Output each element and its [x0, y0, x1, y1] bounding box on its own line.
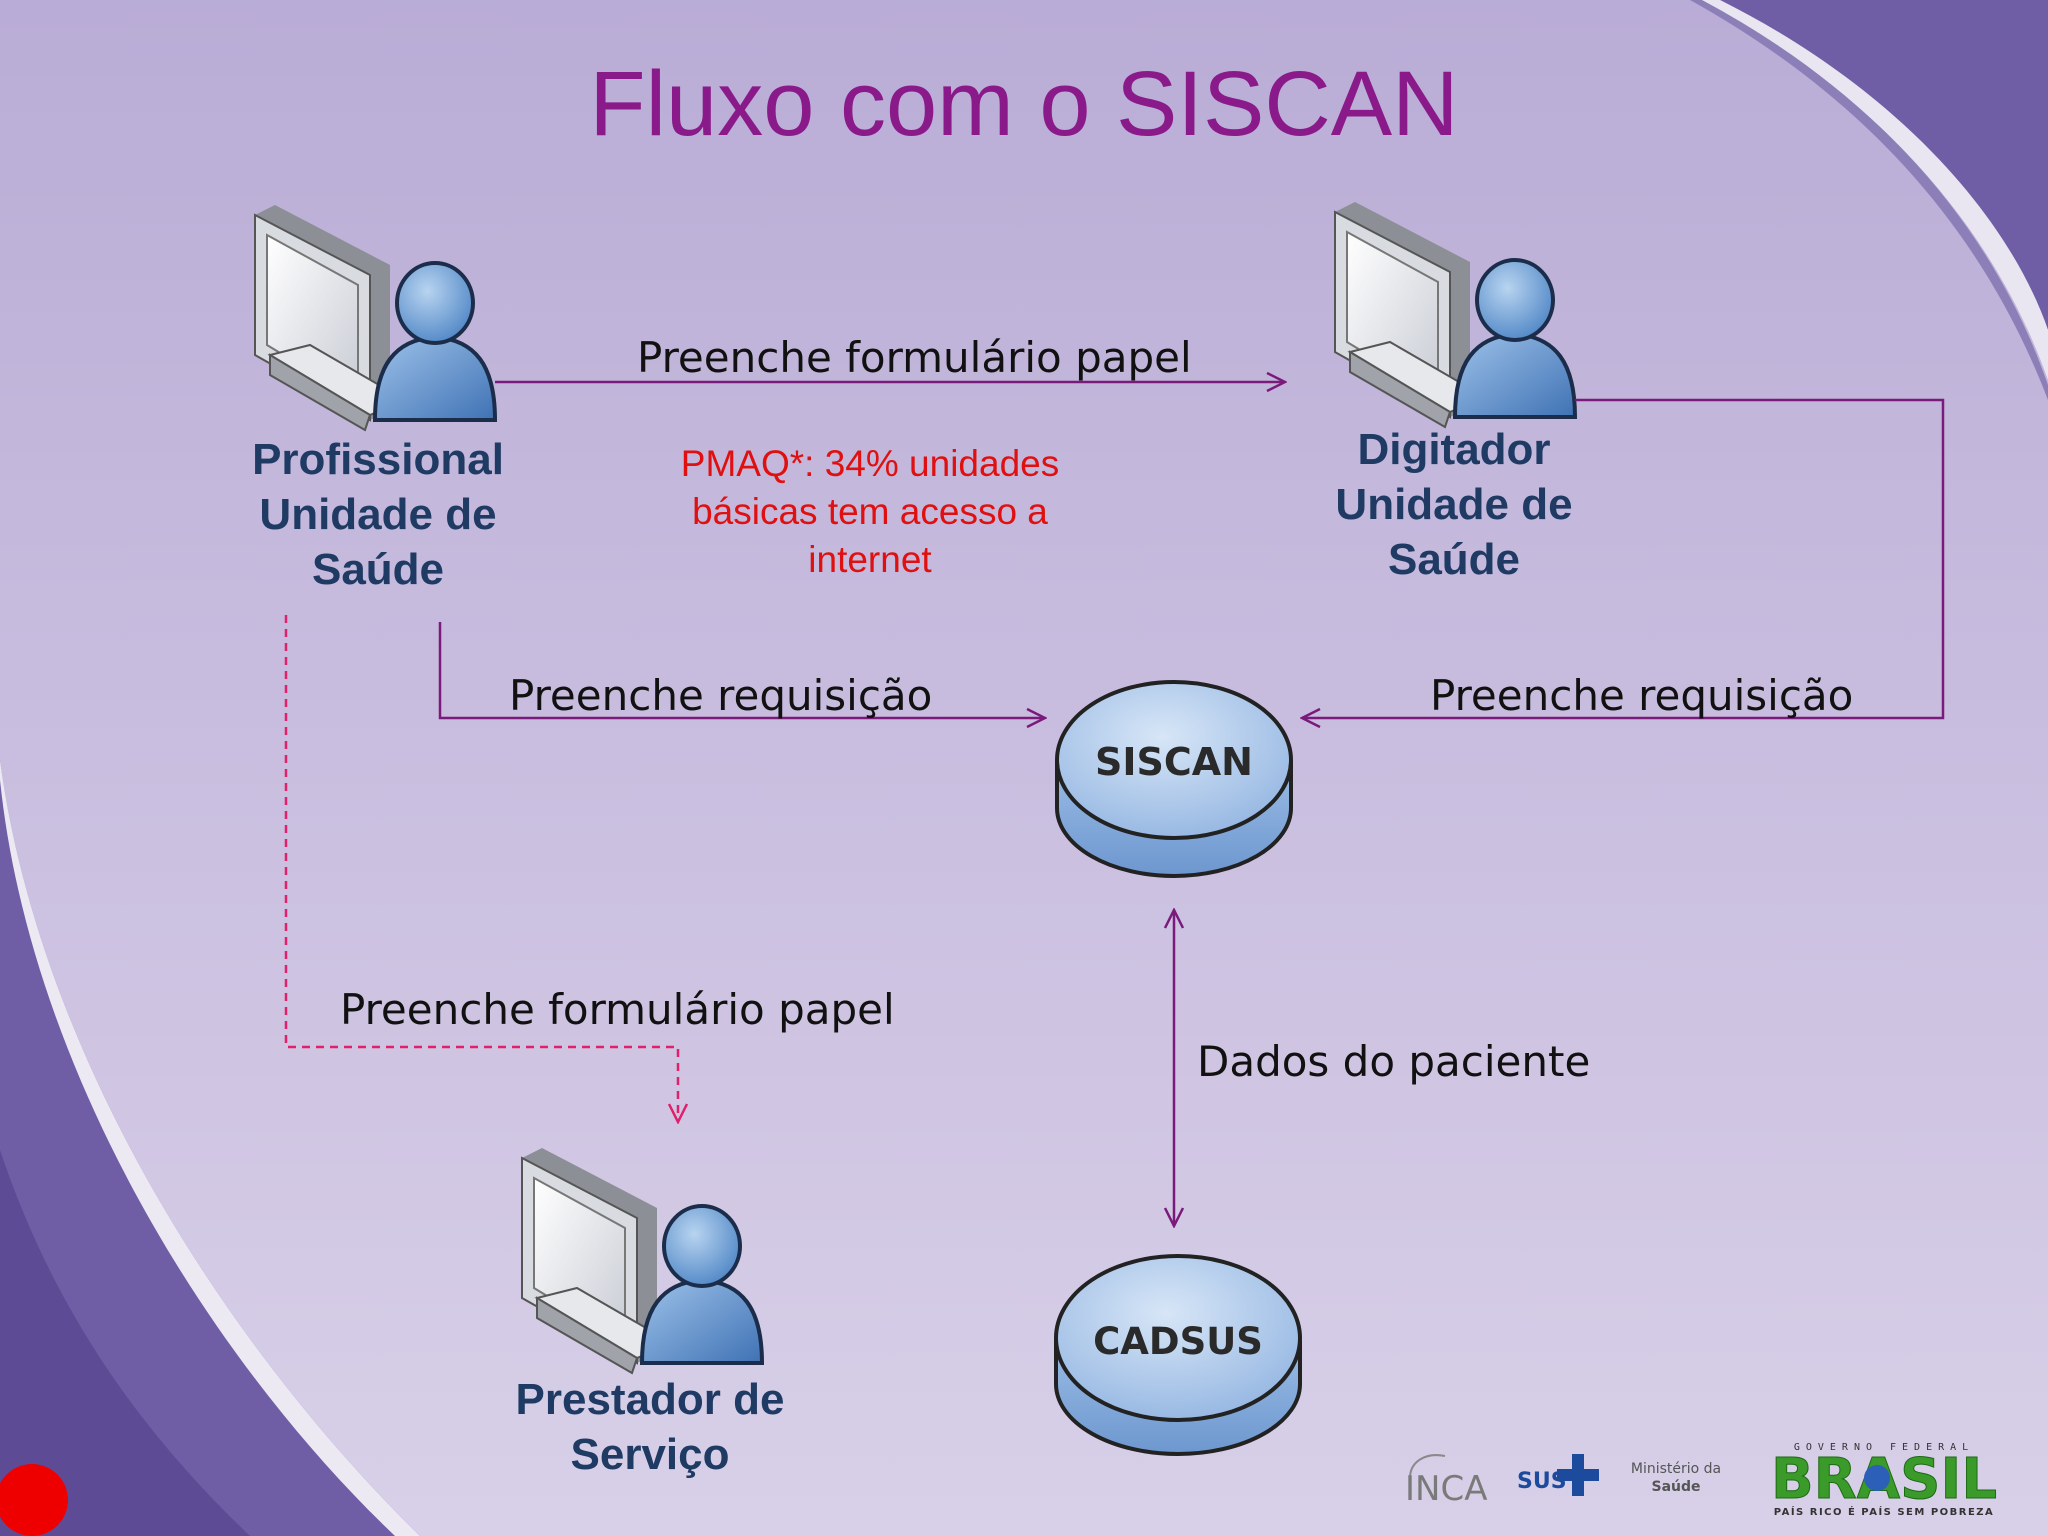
inca-logo: INCA — [1405, 1454, 1487, 1509]
sus-logo: SUS — [1517, 1454, 1599, 1496]
left-swoosh-decoration — [0, 760, 420, 1536]
profissional-label-line: Unidade de — [259, 490, 497, 539]
prestador-computer-user-icon — [521, 1148, 765, 1375]
profissional-label: Profissional Unidade de Saúde — [208, 432, 548, 597]
flow-label-dados: Dados do paciente — [1197, 1037, 1591, 1086]
prestador-label: Prestador de Serviço — [480, 1372, 820, 1482]
prestador-label-line: Prestador de — [515, 1375, 785, 1424]
footer-logos: INCA SUS Ministério da Saúde GOVERNO FED… — [1405, 1442, 1998, 1518]
right-swoosh-decoration — [1690, 0, 2048, 400]
brasil-government-logo: GOVERNO FEDERAL BRASIL PAÍS RICO É PAÍS … — [1771, 1442, 1998, 1518]
arrow-profissional-to-siscan — [438, 622, 1045, 718]
siscan-label: SISCAN — [1095, 740, 1253, 784]
svg-text:INCA: INCA — [1405, 1469, 1487, 1509]
profissional-computer-user-icon — [254, 205, 498, 432]
digitador-computer-user-icon — [1334, 202, 1578, 429]
digitador-label-line: Saúde — [1387, 535, 1521, 584]
digitador-label-line: Unidade de — [1335, 480, 1573, 529]
red-record-dot — [0, 1464, 68, 1536]
siscan-database-icon: SISCAN — [1055, 680, 1293, 878]
flow-label-left-requisicao: Preenche requisição — [509, 671, 933, 720]
cadsus-label: CADSUS — [1093, 1320, 1263, 1363]
flow-label-top: Preenche formulário papel — [637, 333, 1192, 382]
flow-label-paper-to-prestador: Preenche formulário papel — [340, 985, 895, 1034]
pmaq-note: PMAQ*: 34% unidades básicas tem acesso a… — [620, 440, 1120, 584]
cadsus-database-icon: CADSUS — [1054, 1254, 1302, 1456]
arrow-digitador-to-siscan — [1302, 398, 1945, 718]
profissional-label-line: Profissional — [252, 435, 504, 484]
ministerio-saude-logo: Ministério da Saúde — [1631, 1461, 1721, 1495]
svg-text:PAÍS RICO É PAÍS SEM POBREZA: PAÍS RICO É PAÍS SEM POBREZA — [1774, 1505, 1995, 1518]
pmaq-note-line: básicas tem acesso a — [692, 491, 1048, 532]
profissional-label-line: Saúde — [311, 545, 445, 594]
dashed-arrow-profissional-to-prestador — [284, 615, 678, 1122]
prestador-label-line: Serviço — [570, 1430, 730, 1479]
page-title: Fluxo com o SISCAN — [589, 53, 1459, 155]
svg-text:Saúde: Saúde — [1651, 1479, 1700, 1495]
pmaq-note-line: internet — [808, 539, 932, 580]
svg-text:Ministério da: Ministério da — [1631, 1461, 1721, 1477]
digitador-label-line: Digitador — [1357, 425, 1551, 474]
flow-label-right-requisicao: Preenche requisição — [1430, 671, 1854, 720]
pmaq-note-line: PMAQ*: 34% unidades — [680, 443, 1060, 484]
digitador-label: Digitador Unidade de Saúde — [1284, 422, 1624, 587]
svg-text:GOVERNO FEDERAL: GOVERNO FEDERAL — [1794, 1442, 1974, 1453]
